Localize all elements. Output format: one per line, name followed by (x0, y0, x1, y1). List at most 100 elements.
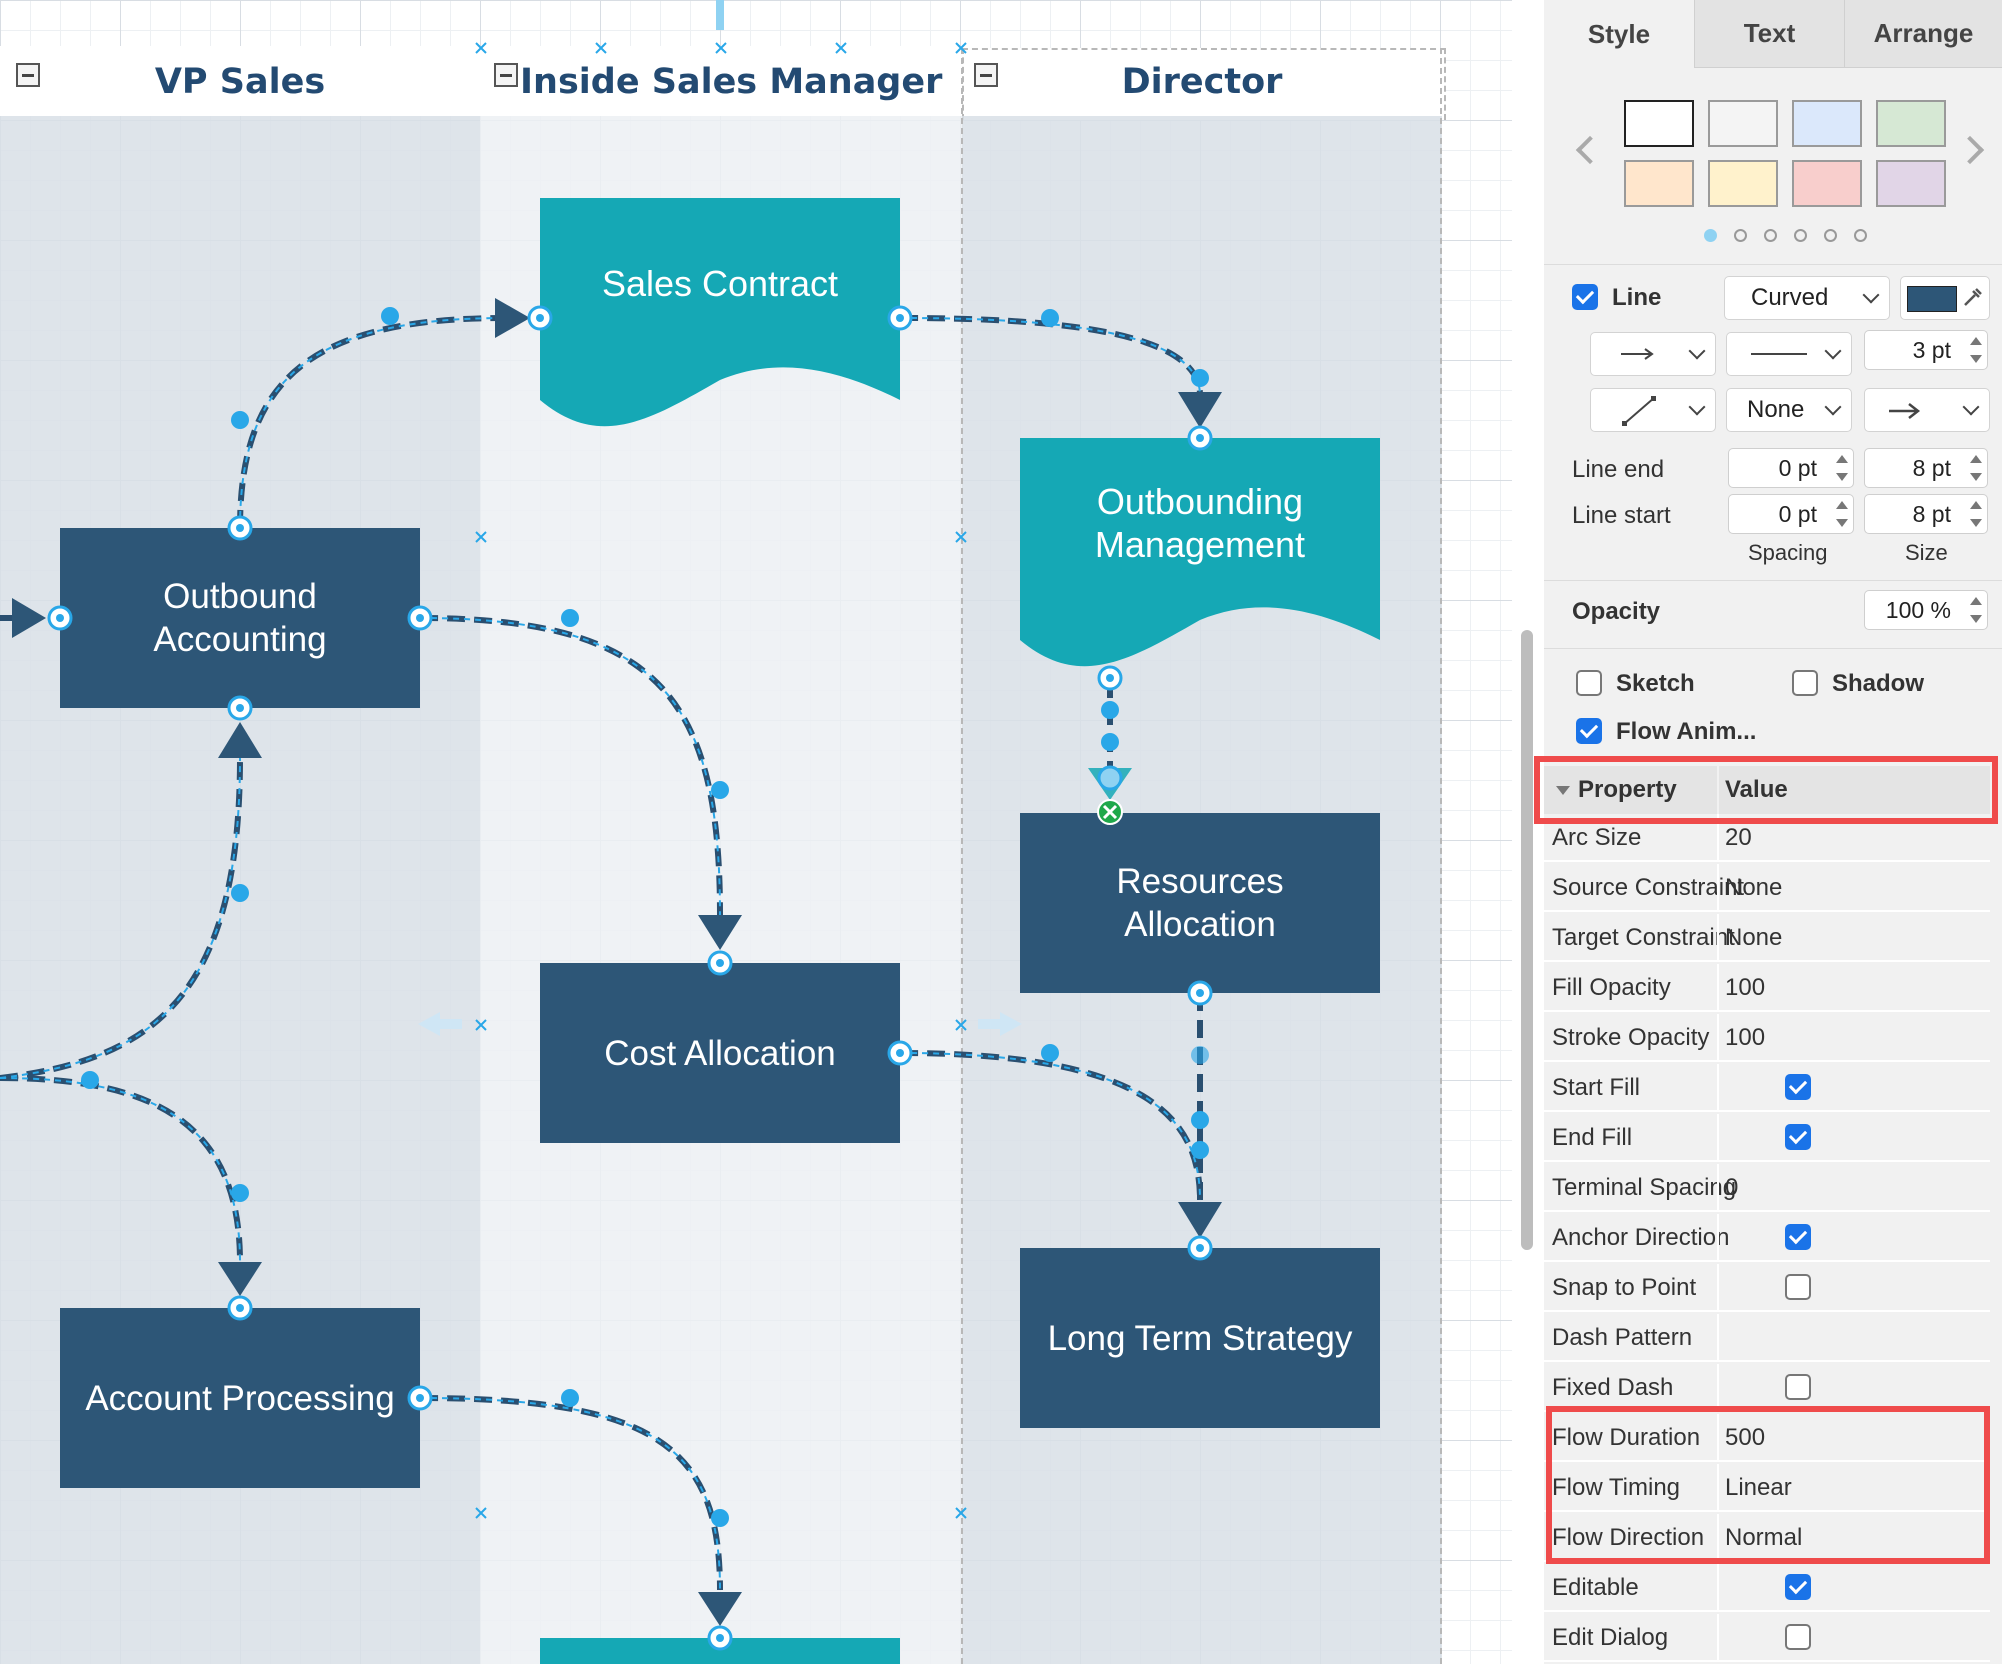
property-row[interactable]: Fixed Dash (1544, 1364, 1990, 1412)
style-swatch[interactable] (1876, 160, 1946, 207)
line-checkbox[interactable] (1572, 284, 1598, 310)
property-table-header[interactable]: Property Value (1544, 766, 1990, 814)
property-value[interactable]: None (1725, 874, 1783, 901)
property-row[interactable]: Edit Dialog (1544, 1614, 1990, 1662)
scrollbar-thumb[interactable] (1521, 630, 1533, 1250)
page-dot[interactable] (1734, 229, 1747, 242)
sketch-checkbox[interactable] (1576, 670, 1602, 696)
property-row[interactable]: Anchor Direction (1544, 1214, 1990, 1262)
property-checkbox[interactable] (1785, 1624, 1811, 1650)
lane-header-director[interactable] (962, 48, 1446, 120)
line-color-swatch (1907, 286, 1957, 312)
page-dot[interactable] (1854, 229, 1867, 242)
arrow-right-icon (1621, 348, 1654, 360)
property-row[interactable]: Dash Pattern (1544, 1314, 1990, 1362)
style-swatch[interactable] (1792, 100, 1862, 147)
line-end-size-field[interactable]: 8 pt (1864, 448, 1988, 488)
line-start-spacing-field[interactable]: 0 pt (1728, 494, 1854, 534)
line-end-select[interactable] (1864, 388, 1990, 432)
account-processing-node[interactable]: Account Processing (60, 1308, 420, 1488)
page-dot[interactable] (1824, 229, 1837, 242)
property-row[interactable]: End Fill (1544, 1114, 1990, 1162)
line-color-button[interactable] (1900, 276, 1990, 320)
property-name: Source Constraint (1552, 874, 1745, 901)
line-label: Line (1612, 284, 1662, 311)
property-row[interactable]: Editable (1544, 1564, 1990, 1612)
property-row[interactable]: Start Fill (1544, 1064, 1990, 1112)
property-value[interactable]: 100 (1725, 1024, 1766, 1051)
tab-style[interactable]: Style (1544, 0, 1694, 68)
tab-arrange[interactable]: Arrange (1844, 0, 2002, 68)
page-dot-active[interactable] (1704, 229, 1717, 242)
property-name: Terminal Spacing (1552, 1174, 1737, 1201)
opacity-field[interactable]: 100 % (1864, 590, 1988, 630)
lane-header-inside-sales[interactable] (480, 46, 962, 116)
lane-title-inside-sales: Inside Sales Manager (520, 62, 943, 102)
style-swatch[interactable] (1792, 160, 1862, 207)
collapse-triangle-icon[interactable] (1556, 786, 1570, 802)
pattern-select[interactable] (1726, 332, 1852, 376)
outbound-accounting-node[interactable]: Outbound Accounting (60, 528, 420, 708)
collapse-inside-sales-button[interactable] (494, 63, 518, 87)
property-checkbox[interactable] (1785, 1074, 1811, 1100)
collapse-vp-sales-button[interactable] (16, 63, 40, 87)
line-end-spacing-field[interactable]: 0 pt (1728, 448, 1854, 488)
highlight-flow-properties (1546, 1406, 1990, 1564)
property-value[interactable]: 0 (1725, 1174, 1739, 1201)
shadow-checkbox[interactable] (1792, 670, 1818, 696)
cost-allocation-node[interactable]: Cost Allocation (540, 963, 900, 1143)
line-start-size-field[interactable]: 8 pt (1864, 494, 1988, 534)
property-value[interactable]: None (1725, 924, 1783, 951)
property-name: Anchor Direction (1552, 1224, 1730, 1251)
page-dot[interactable] (1794, 229, 1807, 242)
flow-animation-checkbox[interactable] (1576, 718, 1602, 744)
collapse-director-button[interactable] (974, 63, 998, 87)
style-swatch[interactable] (1876, 100, 1946, 147)
property-value[interactable]: 100 (1725, 974, 1766, 1001)
style-swatch[interactable] (1708, 100, 1778, 147)
page-dot[interactable] (1764, 229, 1777, 242)
line-end-label: Line end (1572, 456, 1665, 483)
lane-divider (961, 48, 963, 1664)
property-checkbox[interactable] (1785, 1224, 1811, 1250)
long-term-strategy-node[interactable]: Long Term Strategy (1020, 1248, 1380, 1428)
diagram-canvas[interactable]: VP Sales Inside Sales Manager Director S… (0, 0, 1512, 1664)
lane-header-vp-sales[interactable] (0, 46, 480, 116)
property-value[interactable]: Linear (1725, 1474, 1792, 1501)
property-checkbox[interactable] (1785, 1374, 1811, 1400)
line-start-select[interactable]: None (1726, 388, 1852, 432)
connection-select[interactable] (1590, 332, 1716, 376)
size-caption: Size (1905, 540, 1948, 565)
waypoint-select[interactable] (1590, 388, 1716, 432)
tab-text[interactable]: Text (1694, 0, 1844, 68)
style-swatch[interactable] (1624, 160, 1694, 207)
property-name: Target Constraint (1552, 924, 1735, 951)
sales-contract-shape[interactable] (540, 198, 900, 427)
property-checkbox[interactable] (1785, 1124, 1811, 1150)
property-value[interactable]: 20 (1725, 824, 1752, 851)
property-name: Start Fill (1552, 1074, 1641, 1101)
line-start-value: None (1747, 396, 1805, 423)
resources-allocation-node[interactable]: Resources Allocation (1020, 813, 1380, 993)
property-value[interactable]: Normal (1725, 1524, 1803, 1551)
document-shapes (540, 198, 1380, 1664)
line-style-select[interactable]: Curved (1724, 276, 1890, 320)
property-name: End Fill (1552, 1124, 1633, 1151)
bottom-document-shape[interactable] (540, 1638, 900, 1664)
line-width-field[interactable]: 3 pt (1864, 330, 1988, 370)
outbounding-management-shape[interactable] (1020, 438, 1380, 667)
property-checkbox[interactable] (1785, 1274, 1811, 1300)
property-row[interactable]: Snap to Point (1544, 1264, 1990, 1312)
style-swatch[interactable] (1708, 160, 1778, 207)
property-value[interactable]: 500 (1725, 1424, 1766, 1451)
style-swatch[interactable] (1624, 100, 1694, 147)
property-header-name: Property (1578, 776, 1677, 803)
property-checkbox[interactable] (1785, 1574, 1811, 1600)
